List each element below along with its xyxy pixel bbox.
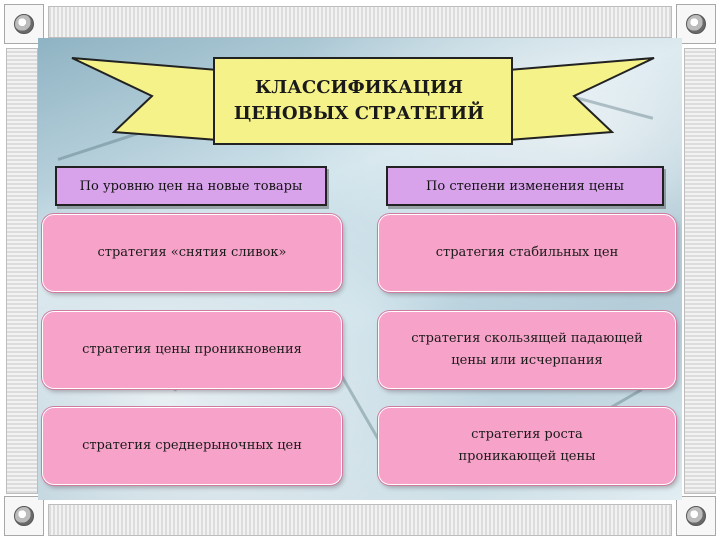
strategy-label: стратегия «снятия сливок» [97, 245, 287, 260]
frame-top [48, 6, 672, 38]
frame-right [684, 48, 716, 494]
frame-corner-top-left [4, 4, 44, 44]
strategy-label: стратегия стабильных цен [435, 245, 619, 260]
rivet-icon [14, 506, 34, 526]
page-title: КЛАССИФИКАЦИЯ ЦЕНОВЫХ СТРАТЕГИЙ [215, 58, 503, 144]
frame-corner-bottom-left [4, 496, 44, 536]
title-line-2: ЦЕНОВЫХ СТРАТЕГИЙ [233, 103, 485, 124]
frame-bottom [48, 504, 672, 536]
rivet-icon [686, 14, 706, 34]
frame-corner-top-right [676, 4, 716, 44]
strategy-sliding-price: стратегия скользящей падающей цены или и… [378, 311, 676, 389]
strategy-label-line-1: стратегия роста [471, 427, 583, 442]
rivet-icon [686, 506, 706, 526]
column-header-price-change: По степени изменения цены [386, 166, 664, 206]
column-header-price-level: По уровню цен на новые товары [55, 166, 327, 206]
strategy-label: стратегия среднерыночных цен [82, 438, 302, 453]
banner-center [213, 57, 513, 145]
title-banner [71, 57, 655, 145]
frame-left [6, 48, 38, 494]
strategy-label: стратегия цены проникновения [82, 342, 302, 357]
rivet-icon [14, 14, 34, 34]
strategy-penetration: стратегия цены проникновения [42, 311, 342, 389]
strategy-average-market: стратегия среднерыночных цен [42, 407, 342, 485]
strategy-skimming: стратегия «снятия сливок» [42, 214, 342, 292]
banner-ribbon-left [71, 57, 219, 142]
strategy-label-line-1: стратегия скользящей падающей [411, 331, 643, 346]
strategy-label-line-2: проникающей цены [458, 449, 596, 464]
frame-corner-bottom-right [676, 496, 716, 536]
strategy-rising-penetration: стратегия роста проникающей цены [378, 407, 676, 485]
strategy-stable-prices: стратегия стабильных цен [378, 214, 676, 292]
title-line-1: КЛАССИФИКАЦИЯ [254, 77, 463, 98]
banner-ribbon-right [507, 57, 655, 142]
strategy-label-line-2: цены или исчерпания [451, 353, 603, 368]
